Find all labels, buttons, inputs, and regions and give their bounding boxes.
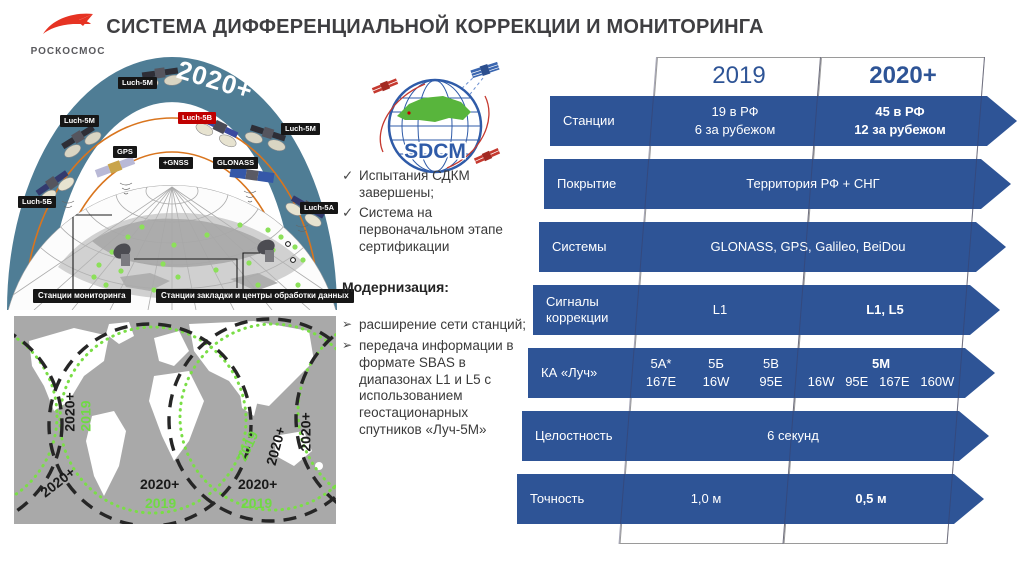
roscosmos-swoosh-icon (43, 13, 93, 34)
sat-label-gps: GPS (113, 146, 137, 158)
coverage-map: 2020+ 2019 2020+ 2020+ 2019 2019 2020+ 2… (14, 316, 336, 524)
note-text: Испытания СДКМ завершены; (359, 168, 470, 200)
sdcm-red-orbit (379, 83, 490, 169)
cell-span: GLONASS, GPS, Galileo, BeiDou (710, 239, 906, 255)
cell-2020: 45 в РФ 12 за рубежом (854, 104, 946, 137)
row-label: Станции (563, 113, 615, 129)
upgrade-item: ➢ передача информации в формате SBAS в д… (342, 338, 532, 439)
sat-label-luch5b-left: Luch-5Б (18, 196, 56, 208)
sat-label-glonass: GLONASS (213, 157, 259, 169)
table-row-luch: КА «Луч» 5A* 167E 5Б 16W 5В 95E 5M 16W 9… (528, 348, 995, 398)
upgrade-text: расширение сети станций; (359, 316, 527, 332)
cell-2020: L1, L5 (866, 302, 904, 318)
row-label: Сигналы коррекции (546, 294, 609, 325)
sat-label-luch5m-2: Luch-5M (60, 115, 99, 127)
sdcm-logo: SDCM (365, 56, 515, 187)
roscosmos-logo: РОСКОСМОС (22, 10, 114, 57)
sat-name: 5A* (650, 356, 672, 372)
note-item: ✓ Испытания СДКМ завершены; (342, 168, 532, 202)
table-row-coverage: Покрытие Территория РФ + СНГ (544, 159, 1011, 209)
brand-name: РОСКОСМОС (30, 46, 106, 57)
upgrade-text: передача информации в формате SBAS в диа… (359, 337, 514, 438)
sat-name: 5M (871, 356, 891, 372)
table-row-systems: Системы GLONASS, GPS, Galileo, BeiDou (539, 222, 1006, 272)
table-row-stations: Станции 19 в РФ 6 за рубежом 45 в РФ 12 … (550, 96, 1017, 146)
page-title: СИСТЕМА ДИФФЕРЕНЦИАЛЬНОЙ КОРРЕКЦИИ И МОН… (106, 16, 764, 38)
column-header-2019: 2019 (712, 62, 766, 89)
check-icon: ✓ (342, 168, 354, 183)
sdcm-red-satellite-icon (371, 78, 399, 94)
continents (29, 321, 323, 496)
map-label-2020-left: 2020+ (61, 392, 78, 432)
map-label-2019-bottom-right: 2019 (241, 495, 273, 511)
orbit-illustration: 2020+ Luch-5M Luch-5M Luch-5B Luch-5M GP… (0, 54, 354, 525)
ground-label-monitoring: Станции мониторинга (33, 289, 131, 304)
column-header-2020: 2020+ (869, 62, 937, 89)
sat-pos: 16W (702, 374, 730, 389)
sdcm-russia-shape (397, 96, 471, 122)
sdcm-red-satellite-icon (473, 147, 501, 165)
coverage-map-svg (14, 317, 336, 524)
row-label: Покрытие (557, 176, 617, 192)
satellite-icon (244, 124, 287, 152)
row-label: КА «Луч» (541, 365, 598, 381)
sat-label-luch5b-red: Luch-5B (178, 112, 216, 124)
sat-name: 5Б (708, 356, 724, 372)
ground-label-upload: Станции закладки и центры обработки данн… (156, 289, 354, 304)
sat-label-luch5m-1: Luch-5M (118, 77, 157, 89)
cell-2020: 0,5 м (855, 491, 887, 507)
sat-name: 5В (763, 356, 779, 372)
sat-label-luch5a: Luch-5A (300, 202, 338, 214)
satellite-icon (61, 124, 102, 158)
sdcm-blue-satellite-icon (470, 61, 500, 79)
orbit-arc-outer (24, 117, 320, 311)
sdcm-wordmark: SDCM (404, 140, 466, 163)
arrow-bullet-icon: ➢ (342, 337, 353, 352)
orbit-scene (2, 57, 342, 525)
cell-2019: 1,0 м (690, 491, 722, 507)
note-text: Система на первоначальном этапе сертифик… (359, 204, 503, 254)
sat-label-luch5m-3: Luch-5M (281, 123, 320, 135)
arrow-bullet-icon: ➢ (342, 316, 353, 331)
coverage-2020 (14, 317, 336, 524)
sat-pos: 167E (645, 374, 677, 389)
cell-2019: L1 (712, 302, 728, 318)
signal-cones (61, 182, 309, 232)
sat-label-gnss: +GNSS (159, 157, 193, 169)
sat-pos: 16W 95E 167E 160W (807, 374, 955, 389)
note-item: ✓ Система на первоначальном этапе сертиф… (342, 205, 532, 256)
row-label: Системы (552, 239, 607, 255)
row-label: Целостность (535, 428, 613, 444)
satellite-icon (229, 166, 275, 184)
cell-2019: 19 в РФ 6 за рубежом (694, 104, 776, 137)
table-row-integrity: Целостность 6 секунд (522, 411, 989, 461)
upgrade-item: ➢ расширение сети станций; (342, 317, 532, 334)
status-notes: ✓ Испытания СДКМ завершены; ✓ Система на… (342, 168, 532, 443)
satellite-icon (195, 115, 239, 148)
map-label-2019-left: 2019 (77, 400, 94, 432)
check-icon: ✓ (342, 204, 354, 220)
cell-span: Территория РФ + СНГ (746, 176, 880, 192)
dish-antenna-icon (113, 239, 275, 266)
table-row-signals: Сигналы коррекции L1 L1, L5 (533, 285, 1000, 335)
satellite-icon (94, 156, 136, 178)
luch-2019-sat: 5Б 16W (689, 348, 743, 398)
map-label-2020-center: 2020+ (140, 476, 180, 492)
map-label-2019-center: 2019 (145, 495, 177, 511)
cell-span: 6 секунд (767, 428, 819, 444)
map-label-2020-bottom-right: 2020+ (238, 476, 278, 492)
modernization-heading: Модернизация: (342, 279, 449, 296)
row-label: Точность (530, 491, 585, 507)
table-row-accuracy: Точность 1,0 м 0,5 м (517, 474, 984, 524)
luch-2020-sat: 5M 16W 95E 167E 160W (791, 348, 971, 398)
sat-pos: 95E (759, 374, 783, 389)
luch-2019-sat: 5В 95E (744, 348, 798, 398)
map-label-2020-right-vert: 2020+ (297, 412, 314, 452)
coverage-2019 (14, 322, 336, 515)
luch-2019-sat: 5A* 167E (634, 348, 688, 398)
